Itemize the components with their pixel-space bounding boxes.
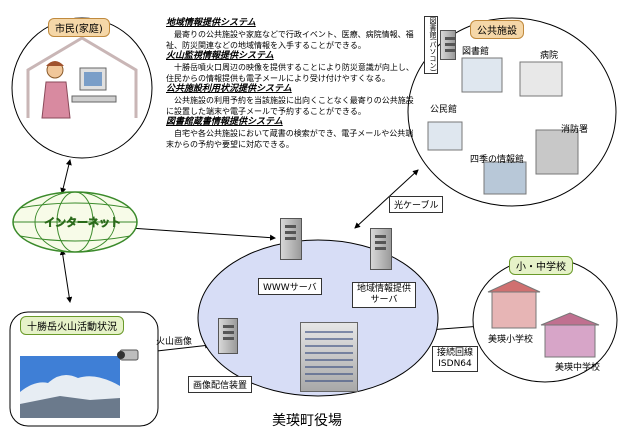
junior-high-school-label: 美瑛中学校: [555, 363, 601, 373]
camera-illustration: [117, 349, 139, 361]
school-buildings: [487, 279, 600, 358]
volcano-tag: 十勝岳火山活動状況: [20, 316, 124, 335]
schools-tag: 小・中学校: [509, 256, 573, 275]
connection-label-line1: 接続回線: [437, 348, 474, 358]
service-item: 図書館蔵書情報提供システム 自宅や各公共施設において蔵書の検索ができ、電子メール…: [166, 117, 416, 150]
internet-label: インターネット: [44, 216, 122, 230]
citizen-internet-arrow: [60, 159, 72, 194]
image-delivery-label: 画像配信装置: [188, 376, 253, 393]
internet-volcano-arrow: [59, 249, 73, 303]
local-info-server-label-line2: サーバ: [370, 295, 398, 305]
public-facilities-tag: 公共施設: [470, 20, 524, 39]
library-label: 図書館: [462, 47, 490, 57]
service-body: 最寄りの公共施設や家庭などで行政イベント、医療、病院情報、福祉、防災関連などの地…: [166, 30, 414, 50]
facility-buildings: [427, 57, 579, 195]
library-pc-label: 図書館(パソコン): [429, 17, 437, 72]
service-item: 地域情報提供システム 最寄りの公共施設や家庭などで行政イベント、医療、病院情報、…: [166, 18, 416, 51]
service-title: 火山監視情報提供システム: [166, 51, 274, 61]
seasons-center-label: 四季の情報館: [470, 155, 525, 165]
library-pc-vertical-tag: 図書館(パソコン): [424, 16, 438, 74]
service-item: 火山監視情報提供システム 十勝岳噴火口周辺の映像を提供することにより防災意識が向…: [166, 51, 416, 84]
www-server-label: WWWサーバ: [258, 278, 322, 295]
internet-www-arrow: [129, 225, 276, 241]
elementary-school-label: 美瑛小学校: [488, 335, 534, 345]
service-body: 自宅や各公共施設において蔵書の検索ができ、電子メールや公共端末からの予約や要望に…: [166, 129, 414, 149]
community-hall-label: 公民館: [430, 105, 458, 115]
volcano-image-label: 火山画像: [156, 337, 193, 347]
fiber-cable-label: 光ケーブル: [389, 196, 444, 213]
hospital-label: 病院: [540, 51, 559, 61]
fiber-arrow: [354, 169, 419, 229]
www-server-icon: [280, 218, 302, 260]
service-title: 図書館蔵書情報提供システム: [166, 117, 283, 127]
service-title: 公共施設利用状況提供システム: [166, 84, 292, 94]
town-hall-building: [300, 322, 358, 392]
town-hall-title: 美瑛町役場: [272, 413, 342, 429]
service-description-list: 地域情報提供システム 最寄りの公共施設や家庭などで行政イベント、医療、病院情報、…: [166, 18, 416, 150]
volcano-photo: [20, 356, 120, 418]
internet-globe: [12, 191, 138, 253]
service-title: 地域情報提供システム: [166, 18, 256, 28]
local-info-server-label-line1: 地域情報提供: [357, 284, 412, 294]
service-item: 公共施設利用状況提供システム 公共施設の利用予約を当該施設に出向くことなく最寄り…: [166, 84, 416, 117]
fire-station-label: 消防署: [561, 125, 589, 135]
citizen-illustration: [26, 36, 138, 119]
connection-label: 接続回線 ISDN64: [432, 346, 479, 372]
local-info-server-label: 地域情報提供 サーバ: [352, 282, 417, 308]
service-body: 十勝岳噴火口周辺の映像を提供することにより防災意識が向上し、住民からの情報提供も…: [166, 63, 414, 83]
library-terminal-icon: [440, 30, 456, 60]
citizen-tag: 市民(家庭): [48, 18, 110, 37]
connection-label-line2: ISDN64: [438, 359, 472, 369]
image-delivery-icon: [218, 318, 238, 354]
service-body: 公共施設の利用予約を当該施設に出向くことなく最寄りの公共施設に設置した端末や電子…: [166, 96, 414, 116]
local-info-server-icon: [370, 228, 392, 270]
